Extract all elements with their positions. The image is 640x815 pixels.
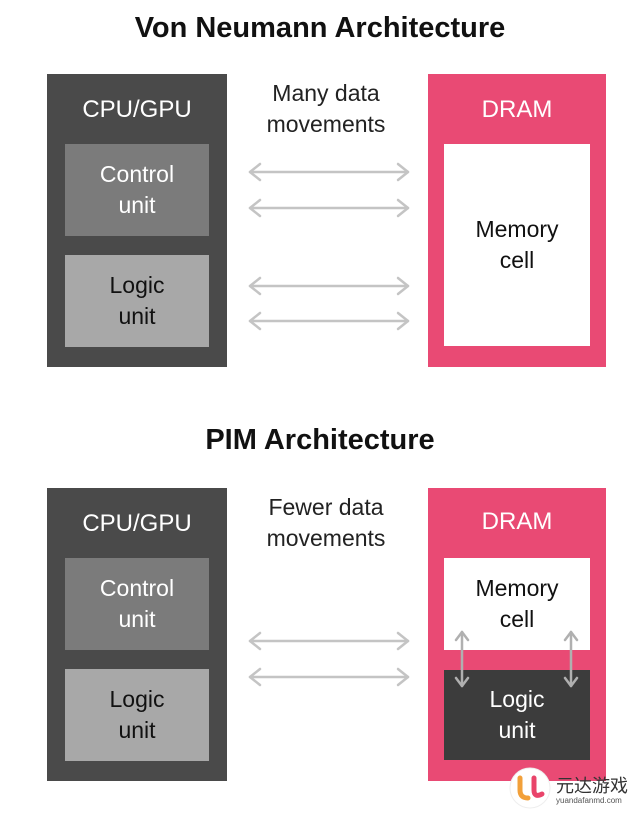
pim-caption: Fewer data movements xyxy=(228,492,424,554)
pim-dram-logic-label-2: unit xyxy=(498,717,536,743)
vn-dram-block: DRAM Memory cell xyxy=(428,74,606,367)
von-neumann-title: Von Neumann Architecture xyxy=(134,12,506,44)
pim-title: PIM Architecture xyxy=(205,424,435,456)
pim-cpu-block: CPU/GPU Control unit Logic unit xyxy=(47,488,227,781)
vn-memory-cell: Memory cell xyxy=(444,144,590,346)
vn-memory-label-2: cell xyxy=(499,247,535,273)
pim-dram-title: DRAM xyxy=(481,508,553,535)
watermark: 元达游戏 yuandafanmd.com xyxy=(508,766,638,812)
vn-dram-title: DRAM xyxy=(481,96,553,123)
pim-dram-logic-label-1: Logic xyxy=(489,686,545,712)
pim-memory-label-2: cell xyxy=(499,606,535,632)
pim-control-label-1: Control xyxy=(99,575,175,601)
vn-arrow-3 xyxy=(248,276,410,296)
pim-caption-line-1: Fewer data xyxy=(268,494,384,520)
pim-vertical-arrow-right xyxy=(563,630,579,688)
vn-caption-line-1: Many data xyxy=(272,80,380,106)
pim-control-unit: Control unit xyxy=(65,558,209,650)
vn-control-label-2: unit xyxy=(118,192,156,218)
vn-cpu-block: CPU/GPU Control unit Logic unit xyxy=(47,74,227,367)
pim-dram-logic-unit: Logic unit xyxy=(444,670,590,760)
pim-control-label-2: unit xyxy=(118,606,156,632)
vn-caption-line-2: movements xyxy=(266,111,386,137)
watermark-text: 元达游戏 xyxy=(556,776,628,797)
vn-memory-label-1: Memory xyxy=(475,216,559,242)
vn-caption: Many data movements xyxy=(228,78,424,140)
vn-logic-label-2: unit xyxy=(118,303,156,329)
pim-arrow-2 xyxy=(248,667,410,687)
vn-arrow-1 xyxy=(248,162,410,182)
pim-memory-cell: Memory cell xyxy=(444,558,590,650)
vn-arrow-4 xyxy=(248,311,410,331)
pim-memory-label-1: Memory xyxy=(475,575,559,601)
watermark-url: yuandafanmd.com xyxy=(556,796,622,805)
pim-dram-block: DRAM Memory cell Logic unit xyxy=(428,488,606,781)
vn-control-label-1: Control xyxy=(99,161,175,187)
vn-logic-unit: Logic unit xyxy=(65,255,209,347)
vn-arrow-2 xyxy=(248,198,410,218)
pim-logic-label-1: Logic xyxy=(109,686,165,712)
vn-cpu-title: CPU/GPU xyxy=(82,96,192,123)
pim-arrow-1 xyxy=(248,631,410,651)
vn-control-unit: Control unit xyxy=(65,144,209,236)
pim-logic-unit: Logic unit xyxy=(65,669,209,761)
pim-vertical-arrow-left xyxy=(454,630,470,688)
pim-cpu-title: CPU/GPU xyxy=(82,510,192,537)
pim-logic-label-2: unit xyxy=(118,717,156,743)
pim-caption-line-2: movements xyxy=(266,525,386,551)
watermark-logo-icon xyxy=(509,767,551,809)
vn-logic-label-1: Logic xyxy=(109,272,165,298)
